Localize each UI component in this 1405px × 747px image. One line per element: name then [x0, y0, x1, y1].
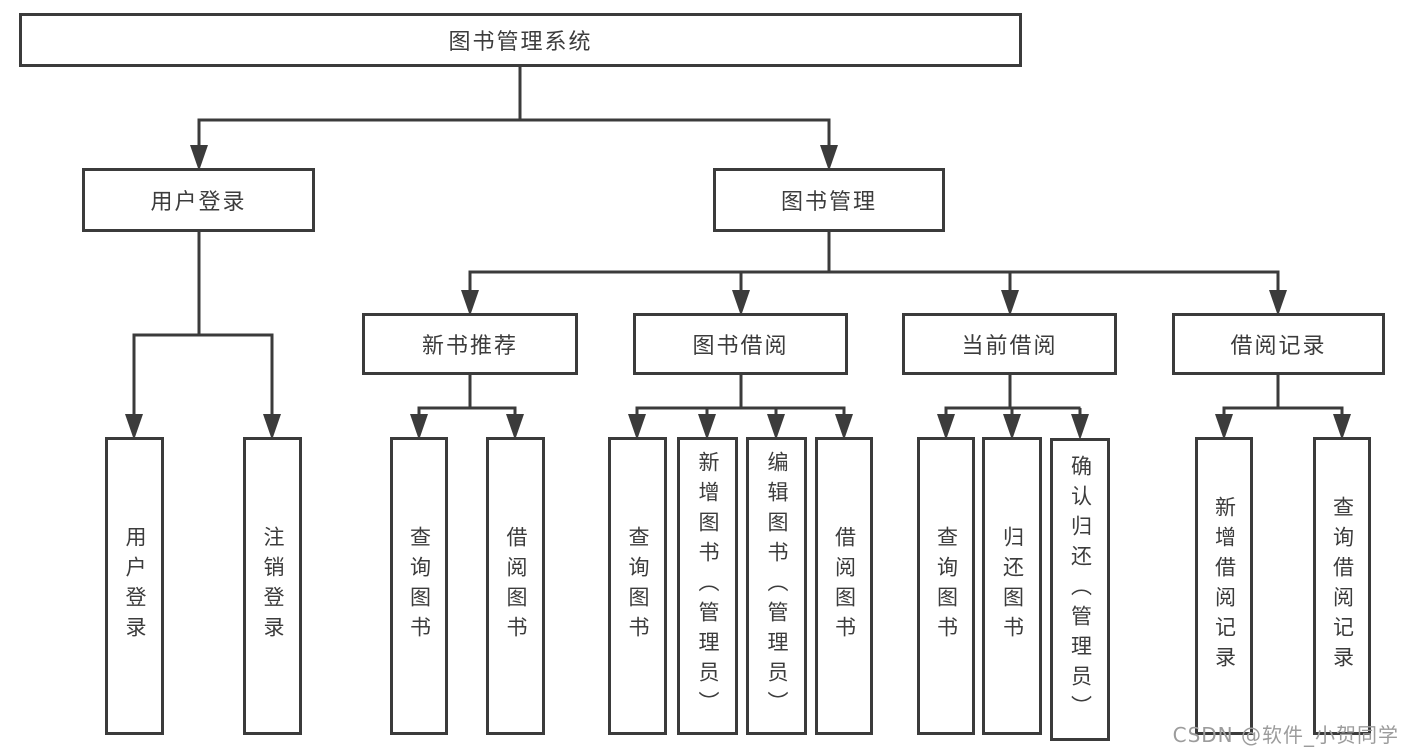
arrowhead-icons [125, 145, 1351, 440]
leaf-query-books-2: 查询图书 [608, 437, 667, 735]
csdn-watermark: CSDN @软件_小贺同学 [1172, 723, 1399, 747]
node-label: 新增图书（管理员） [696, 451, 720, 721]
node-label: 新增借阅记录 [1212, 496, 1237, 676]
node-label: 查询图书 [934, 526, 959, 646]
node-label: 新书推荐 [421, 334, 518, 359]
node-label: 查询借阅记录 [1330, 496, 1355, 676]
leaf-user-login: 用户登录 [105, 437, 164, 735]
node-label: 归还图书 [1000, 526, 1025, 646]
leaf-query-books-1: 查询图书 [390, 437, 448, 735]
leaf-return-book: 归还图书 [982, 437, 1042, 735]
node-label: 确认归还（管理员） [1068, 454, 1093, 725]
node-new-book-recommend: 新书推荐 [362, 313, 578, 375]
leaf-edit-book-admin: 编辑图书（管理员） [746, 437, 807, 735]
node-label: 图书管理 [780, 190, 877, 215]
node-library-management-system: 图书管理系统 [19, 13, 1022, 67]
leaf-logout: 注销登录 [243, 437, 302, 735]
leaf-add-borrow-record: 新增借阅记录 [1195, 437, 1253, 735]
node-borrowing-records: 借阅记录 [1172, 313, 1385, 375]
leaf-add-book-admin: 新增图书（管理员） [677, 437, 738, 735]
node-label: 查询图书 [407, 526, 432, 646]
node-label: 图书管理系统 [448, 30, 593, 55]
node-label: 借阅图书 [832, 526, 857, 646]
leaf-borrow-books-2: 借阅图书 [815, 437, 873, 735]
node-book-management-branch: 图书管理 [713, 168, 945, 232]
node-label: 查询图书 [626, 526, 650, 646]
leaf-query-books-3: 查询图书 [917, 437, 975, 735]
node-label: 用户登录 [123, 526, 147, 646]
node-book-borrowing: 图书借阅 [633, 313, 848, 375]
tree-edges [132, 67, 1344, 436]
node-label: 用户登录 [150, 190, 247, 215]
node-label: 当前借阅 [961, 334, 1058, 359]
leaf-query-borrow-record: 查询借阅记录 [1313, 437, 1371, 735]
node-current-borrowing: 当前借阅 [902, 313, 1117, 375]
node-label: 注销登录 [261, 526, 285, 646]
node-label: 借阅记录 [1230, 334, 1327, 359]
node-user-login-branch: 用户登录 [82, 168, 315, 232]
node-label: 借阅图书 [504, 526, 528, 646]
leaf-borrow-books-1: 借阅图书 [486, 437, 545, 735]
node-label: 图书借阅 [692, 334, 789, 359]
leaf-confirm-return-admin: 确认归还（管理员） [1050, 438, 1110, 741]
node-label: 编辑图书（管理员） [765, 451, 789, 721]
